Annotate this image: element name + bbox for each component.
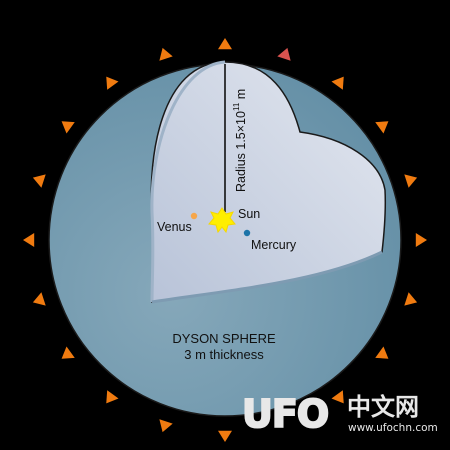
radius-exponent: 11 (232, 102, 241, 111)
sun-label: Sun (238, 207, 260, 221)
radiation-arrow-icon (277, 47, 291, 61)
mercury-label: Mercury (251, 238, 297, 252)
radiation-arrow-icon (331, 390, 344, 404)
radiation-arrow-icon (218, 38, 232, 50)
radiation-arrow-icon (23, 233, 35, 247)
radiation-arrow-icon (61, 121, 75, 134)
radiation-arrow-icon (159, 419, 173, 433)
radius-unit: m (234, 89, 248, 99)
radiation-arrow-icon (331, 76, 344, 90)
venus-label: Venus (157, 220, 192, 234)
radiation-arrow-icon (404, 292, 418, 306)
watermark-chinese-text: 中文网 (347, 393, 419, 421)
sphere-label-line2: 3 m thickness (184, 347, 264, 362)
radius-label-group: Radius 1.5×1011 m (232, 89, 248, 192)
radiation-arrow-icon (32, 174, 46, 188)
radiation-arrow-icon (159, 47, 173, 61)
radiation-arrow-icon (61, 346, 75, 359)
cut-edge-bottom (151, 250, 383, 304)
radiation-arrow-icon (106, 390, 119, 404)
watermark: UFO 中文网 www.ufochn.com (241, 391, 438, 437)
venus-dot (190, 212, 198, 220)
watermark-logo-text: UFO (242, 392, 328, 436)
radiation-arrow-icon (415, 233, 427, 247)
mercury-dot (243, 229, 251, 237)
radiation-arrow-icon (32, 292, 46, 306)
radiation-arrow-icon (106, 76, 119, 90)
radiation-arrow-icon (375, 121, 389, 134)
radiation-arrow-icon (404, 174, 418, 188)
radiation-arrows (23, 38, 427, 442)
radiation-arrow-icon (218, 430, 232, 442)
cut-edge-left (150, 60, 226, 303)
sphere-label-line1: DYSON SPHERE (172, 331, 276, 346)
radius-label: Radius 1.5×10 (234, 111, 248, 192)
sun-burst-icon (208, 207, 236, 234)
watermark-url: www.ufochn.com (348, 422, 438, 434)
svg-text:Radius 1.5×1011 m: Radius 1.5×1011 m (232, 89, 248, 192)
radiation-arrow-icon (375, 346, 389, 359)
